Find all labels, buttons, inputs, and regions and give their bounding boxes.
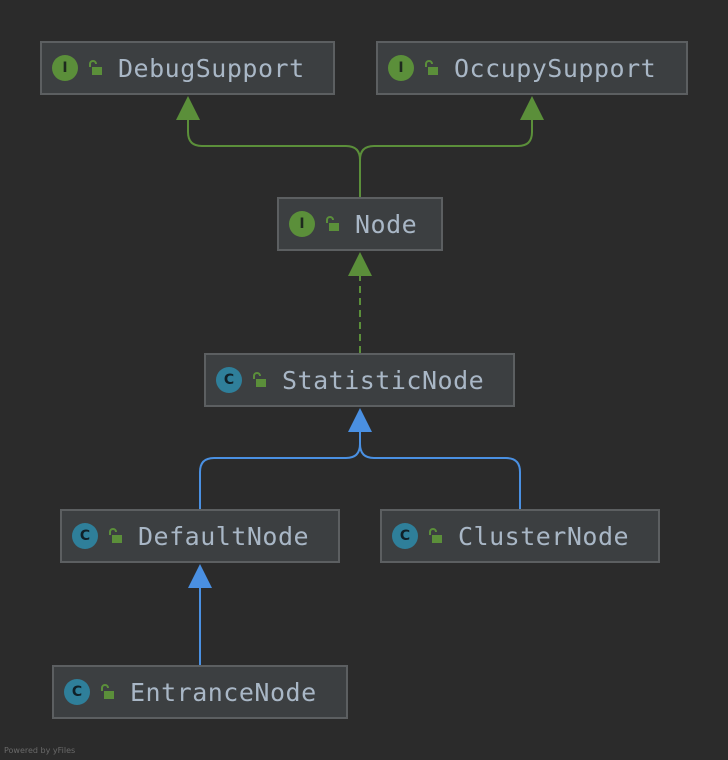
edge-node-occupysupport [359, 118, 533, 161]
interface-icon: I [52, 55, 78, 81]
unlocked-icon [89, 60, 102, 75]
node-label: StatisticNode [282, 365, 485, 395]
unlocked-icon [101, 684, 114, 699]
unlocked-icon [253, 372, 266, 387]
unlocked-icon [326, 216, 339, 231]
node-defaultnode[interactable]: C DefaultNode [60, 509, 340, 563]
edge-defaultnode-statisticnode [199, 432, 361, 509]
arrowhead-debugsupport [176, 96, 200, 120]
arrowhead-node [348, 252, 372, 276]
node-label: DefaultNode [138, 521, 310, 551]
node-clusternode[interactable]: C ClusterNode [380, 509, 660, 563]
unlocked-icon [429, 528, 442, 543]
node-occupysupport[interactable]: I OccupySupport [376, 41, 688, 95]
node-label: EntranceNode [130, 677, 317, 707]
node-label: DebugSupport [118, 53, 305, 83]
node-entrancenode[interactable]: C EntranceNode [52, 665, 348, 719]
arrowhead-statisticnode [348, 408, 372, 432]
class-icon: C [392, 523, 418, 549]
interface-icon: I [388, 55, 414, 81]
edge-clusternode-statisticnode [359, 443, 521, 509]
interface-icon: I [289, 211, 315, 237]
footer-credit: Powered by yFiles [4, 746, 76, 755]
node-label: ClusterNode [458, 521, 630, 551]
arrowhead-occupysupport [520, 96, 544, 120]
node-label: OccupySupport [454, 53, 657, 83]
unlocked-icon [425, 60, 438, 75]
class-icon: C [64, 679, 90, 705]
node-label: Node [355, 209, 418, 239]
arrowhead-defaultnode [188, 564, 212, 588]
class-icon: C [72, 523, 98, 549]
node-node[interactable]: I Node [277, 197, 443, 251]
node-debugsupport[interactable]: I DebugSupport [40, 41, 335, 95]
unlocked-icon [109, 528, 122, 543]
node-statisticnode[interactable]: C StatisticNode [204, 353, 515, 407]
class-icon: C [216, 367, 242, 393]
edge-node-debugsupport [187, 118, 361, 197]
